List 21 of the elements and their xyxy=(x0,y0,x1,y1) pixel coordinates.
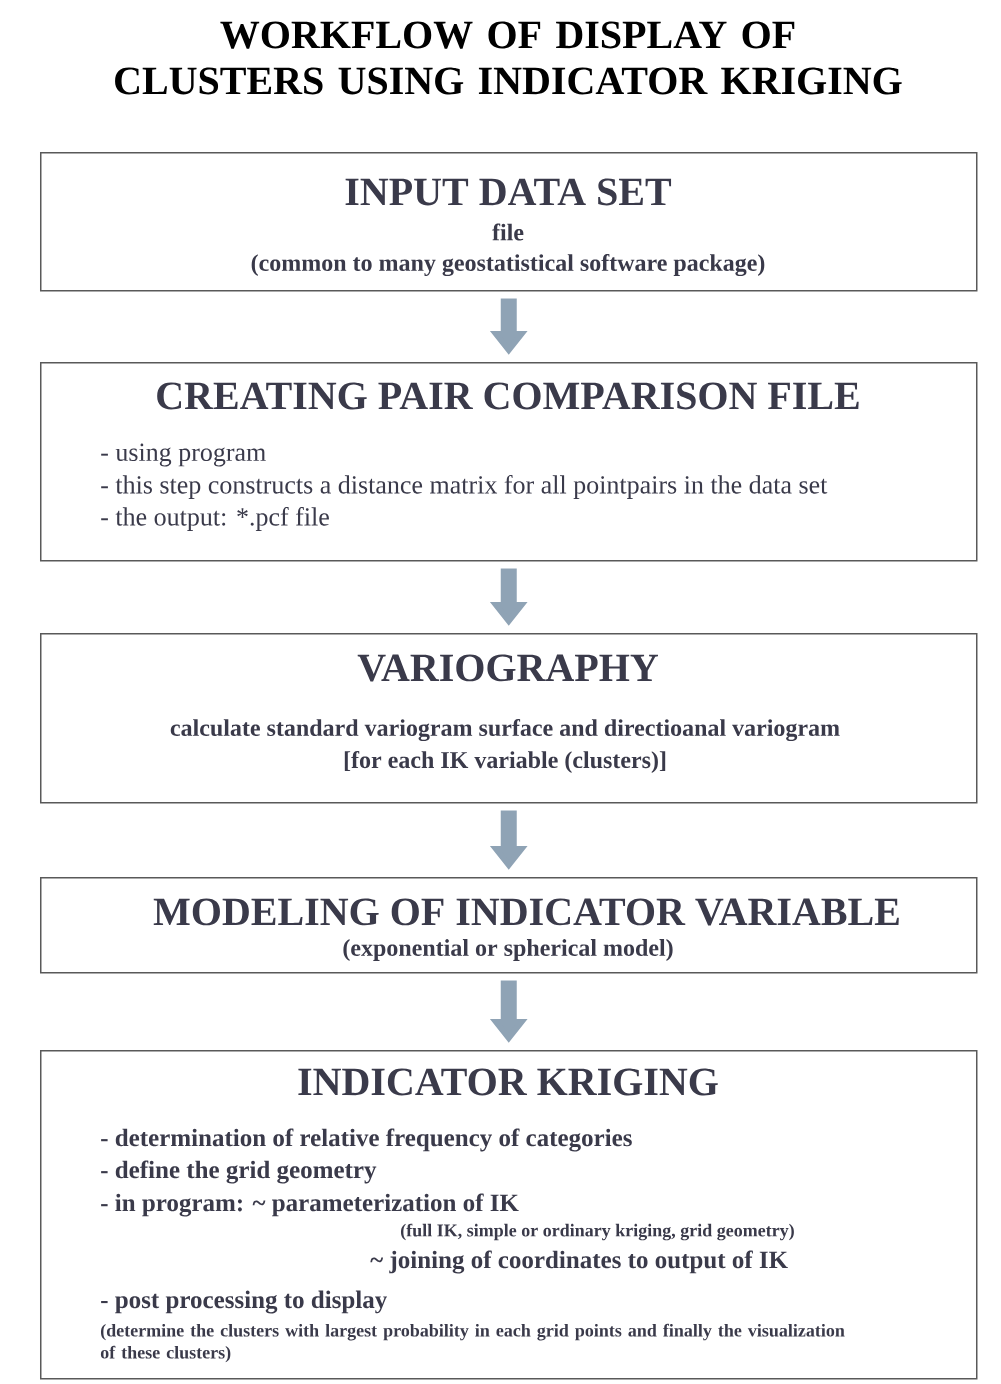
step-text: - define the grid geometry xyxy=(101,1160,377,1184)
step-heading: VARIOGRAPHY xyxy=(357,654,658,682)
step-text: (determine the clusters with largest probability in each grid points and finally the visualization of these clusters) xyxy=(100,1323,845,1363)
step-heading: INPUT DATA SET xyxy=(345,178,672,206)
step-heading: INDICATOR KRIGING xyxy=(298,1068,718,1096)
step-text: (exponential or spherical model) xyxy=(343,939,673,961)
step-text: - post processing to display xyxy=(101,1290,387,1314)
step-text: - the output: *.pcf file xyxy=(101,507,329,531)
step-text: file xyxy=(492,223,524,241)
step-heading: CREATING PAIR COMPARISON FILE xyxy=(157,382,859,410)
step-text: - in program: ~ parameterization of IK xyxy=(101,1193,519,1217)
step-text: (common to many geostatistical software package) xyxy=(251,253,765,277)
title: WORKFLOW OF DISPLAY OF CLUSTERS USING INDICATOR KRIGING xyxy=(115,21,902,95)
step-text: [for each IK variable (clusters)] xyxy=(344,751,666,773)
step-text: - using program xyxy=(101,443,266,467)
step-text: calculate standard variogram surface and directioanal variogram xyxy=(170,718,840,742)
step-text: (full IK, simple or ordinary kriging, grid geometry) xyxy=(401,1223,794,1241)
step-text: ~ joining of coordinates to output of IK xyxy=(370,1250,788,1274)
step-heading: MODELING OF INDICATOR VARIABLE xyxy=(153,898,899,926)
step-text: - determination of relative frequency of categories xyxy=(101,1128,632,1152)
step-text: - this step constructs a distance matrix for all pointpairs in the data set xyxy=(101,475,828,499)
